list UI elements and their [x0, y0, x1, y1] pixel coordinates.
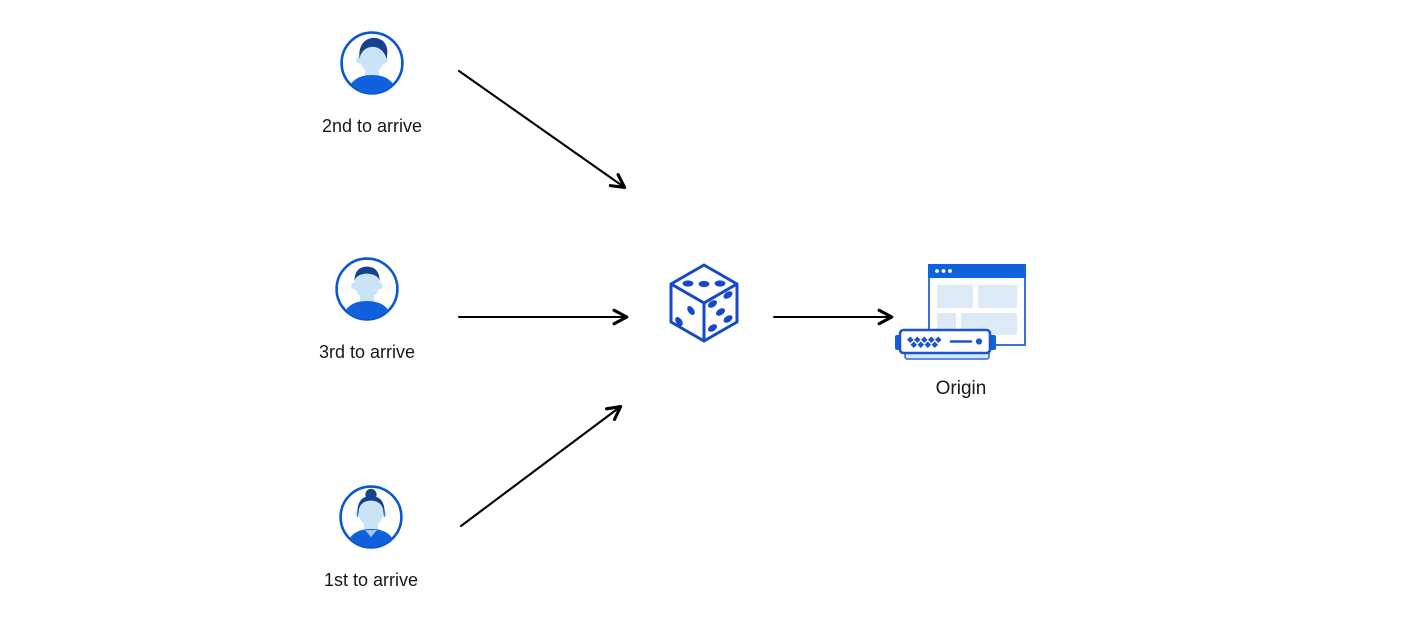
user-node-3rd-to-arrive: 3rd to arrive	[319, 256, 415, 362]
user-label-2nd-to-arrive: 2nd to arrive	[321, 116, 423, 136]
avatar-man-side-part-icon	[340, 31, 404, 95]
user-label-3rd-to-arrive: 3rd to arrive	[318, 342, 416, 362]
origin-node: Origin	[893, 262, 1029, 399]
origin-label: Origin	[935, 378, 987, 399]
arrow-2nd-to-dice	[457, 69, 627, 189]
avatar-man-flat-top-icon	[335, 257, 399, 321]
user-label-1st-to-arrive: 1st to arrive	[323, 570, 419, 590]
user-node-2nd-to-arrive: 2nd to arrive	[322, 30, 422, 136]
dice-node	[666, 262, 742, 351]
arrow-1st-to-dice	[459, 404, 623, 528]
origin-server-icon	[895, 264, 1026, 360]
server-appliance-icon	[895, 328, 996, 360]
avatar-woman-bun-icon	[339, 485, 403, 549]
user-node-1st-to-arrive: 1st to arrive	[324, 484, 418, 590]
dice-icon	[669, 263, 739, 343]
